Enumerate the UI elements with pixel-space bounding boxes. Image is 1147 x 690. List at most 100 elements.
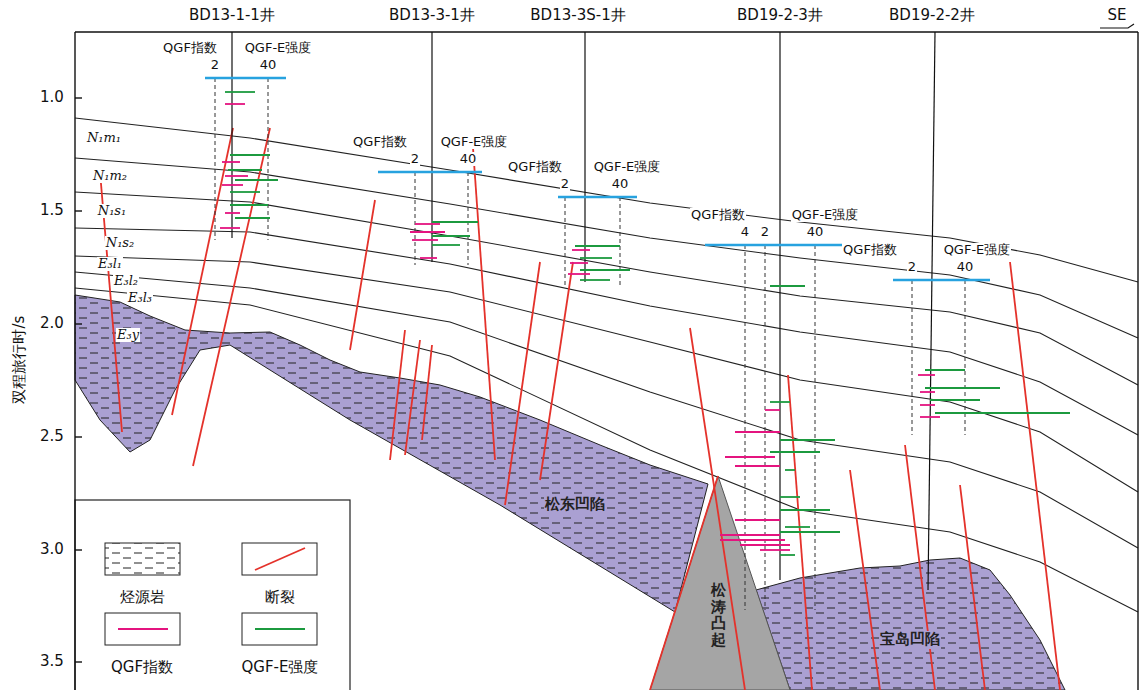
qgf-bar [225,103,245,105]
qgf-e-bar [225,91,255,93]
basin-label: 宝岛凹陷 [879,631,941,648]
qgf-bar [735,519,780,521]
well-track [431,32,432,262]
fault-line [422,345,432,440]
scale-value: 40 [611,177,630,192]
qgf-e-bar [925,387,1000,389]
legend-swatch [105,613,180,645]
qgf-bar [725,456,775,458]
qgf-bar [765,409,780,411]
fault-line [540,262,573,480]
scale-value: 2 [410,152,420,167]
scale-title: QGF指数 [507,160,563,175]
formation-label: E₃l₃ [127,291,153,306]
formation-label: N₁m₂ [92,169,128,184]
uplift-area [650,476,790,690]
scale-guide [415,172,416,265]
well-name: BD19-2-3井 [736,7,824,24]
qgf-e-bar [230,154,270,156]
qgf-e-bar [228,169,262,171]
scale-bar [205,77,286,80]
axis-tick [75,323,82,324]
qgf-bar [568,273,590,275]
scale-title: QGF-E强度 [791,208,860,223]
qgf-e-bar [780,439,835,441]
scale-value: 4 [740,225,750,240]
well-track [231,32,232,238]
scale-title: QGF-E强度 [593,160,662,175]
formation-label: E₃y [116,328,140,343]
tick-label: 1.0 [39,89,65,106]
legend-label: 断裂 [264,589,296,606]
source-rock-hatch [75,295,708,612]
basin-label: 松东凹陷 [544,496,606,513]
scale-guide [215,78,216,240]
scale-title: QGF指数 [690,208,746,223]
legend-swatch [105,543,180,575]
formation-label: E₃l₁ [97,257,123,272]
scale-title: QGF-E强度 [440,135,509,150]
frame-line [1137,32,1138,690]
scale-title: QGF指数 [162,41,218,56]
frame-line [74,32,75,690]
qgf-index-bars [220,104,940,550]
qgf-e-bar [780,554,795,556]
axis-tick [75,97,82,98]
qgf-e-bars [225,92,1070,555]
legend-swatch [105,543,180,575]
qgf-e-bar [780,496,800,498]
fault-line [172,128,233,415]
fault-line [505,262,540,505]
formation-label: N₁m₁ [86,131,122,146]
formation-label: N₁s₂ [105,236,135,251]
well-track [584,32,585,282]
formation-label: N₁s₁ [97,204,127,219]
qgf-bar [412,239,438,241]
scale-value: 2 [760,225,770,240]
legend-panel [75,500,350,690]
scale-guide [268,78,269,240]
scale-value: 2 [560,177,570,192]
scale-guide [912,280,913,435]
legend-box [75,500,350,690]
scale-bar [558,196,637,199]
scale-guide [815,245,816,610]
qgf-e-bar [230,191,260,193]
fault-line [650,476,718,690]
fault-line [390,330,405,460]
qgf-bar [740,544,790,546]
fault-line [905,445,935,690]
qgf-bar [570,262,588,264]
source-rock-area [756,558,1065,690]
scale-bar [378,171,482,174]
qgf-e-bar [580,279,610,281]
well-track [928,32,935,590]
horizon-line [75,118,1138,282]
qgf-bar [720,539,785,541]
fault-line [350,200,375,350]
scale-title: QGF指数 [842,243,898,258]
qgf-bar [920,416,940,418]
qgf-e-bar [770,451,820,453]
source-rock-hatch [756,558,1065,690]
qgf-bar [918,374,935,376]
fault-line [473,148,495,460]
qgf-e-bar [580,269,630,271]
qgf-e-bar [432,244,460,246]
qgf-e-bar [235,217,270,219]
legend-qgf-sample [118,628,168,630]
legend-qgfe-sample [255,628,305,630]
qgf-e-bar [432,221,478,223]
scale-guide [765,245,766,610]
tick-label: 1.5 [39,202,65,219]
scale-guide [565,197,566,285]
horizon-line [75,192,1138,385]
horizon-line [75,158,1138,338]
qgf-bar [920,391,935,393]
fault-line [405,340,420,455]
axis-title: 双程旅行时/s [11,315,28,405]
formation-label: E₃l₂ [113,274,139,289]
scale-value: 40 [806,225,825,240]
